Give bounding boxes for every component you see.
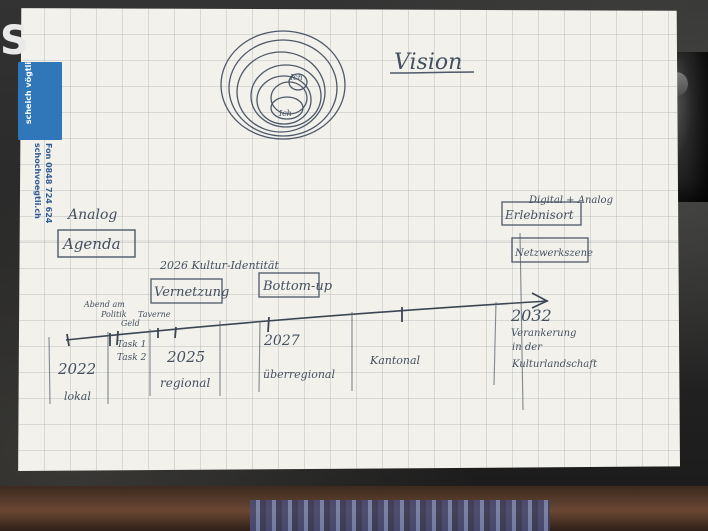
future-text-line-1: Verankerung <box>511 328 576 339</box>
bottom-up-box <box>258 272 320 298</box>
scribble-upper-text: Ich <box>289 73 303 82</box>
netzwerkszene-box <box>511 237 589 263</box>
timeline-note-geld: Geld <box>121 319 140 328</box>
regional-label: regional <box>160 376 210 390</box>
timeline-note-taverne: Taverne <box>138 310 171 319</box>
netzwerkszene-label: Netzwerkszene <box>514 248 593 259</box>
task-1-label: Task 1 <box>117 340 146 350</box>
year-2027: 2027 <box>263 333 300 349</box>
agenda-label: Agenda <box>61 235 121 253</box>
title-underline <box>389 71 475 74</box>
vernetzung-label: Vernetzung <box>154 285 229 300</box>
timeline-ticks <box>66 307 403 347</box>
paper-sheet <box>18 8 680 471</box>
timeline-note-politik: Politik <box>100 310 127 319</box>
future-text-line-3: Kulturlandschaft <box>511 359 598 370</box>
task-2-label: Task 2 <box>117 353 147 363</box>
scribble-lower-text: Ich <box>278 109 292 118</box>
edge-letter: S <box>0 18 29 64</box>
future-text-line-2: in der <box>512 342 543 353</box>
analog-label: Analog <box>66 207 117 223</box>
bottom-up-label: Bottom-up <box>262 279 333 294</box>
timeline-axis <box>65 300 549 341</box>
paper-fold <box>18 240 680 242</box>
phase-lines <box>48 232 524 411</box>
note-2026: 2026 Kultur-Identität <box>159 259 279 272</box>
erlebnisort-box <box>501 201 582 226</box>
year-2022-left: 2022 <box>57 360 96 378</box>
erlebnisort-label: Erlebnisort <box>504 208 574 222</box>
spiral-drawing <box>220 30 346 140</box>
timeline-note-abend: Abend am <box>83 300 125 309</box>
ueberregional-label: überregional <box>263 368 335 381</box>
vernetzung-box <box>150 278 223 304</box>
year-2025: 2025 <box>166 348 205 366</box>
digital-analog-label: Digital + Analog <box>528 195 613 206</box>
year-2032: 2032 <box>510 306 552 325</box>
timeline-arrow <box>531 292 549 309</box>
kantonal-label: Kantonal <box>369 354 421 367</box>
lokal-label: lokal <box>64 390 91 403</box>
blue-brand-tab: scheich vögtli <box>18 62 62 140</box>
vision-title: Vision <box>394 50 462 75</box>
fabric-patch <box>250 500 550 531</box>
agenda-box <box>57 229 136 258</box>
